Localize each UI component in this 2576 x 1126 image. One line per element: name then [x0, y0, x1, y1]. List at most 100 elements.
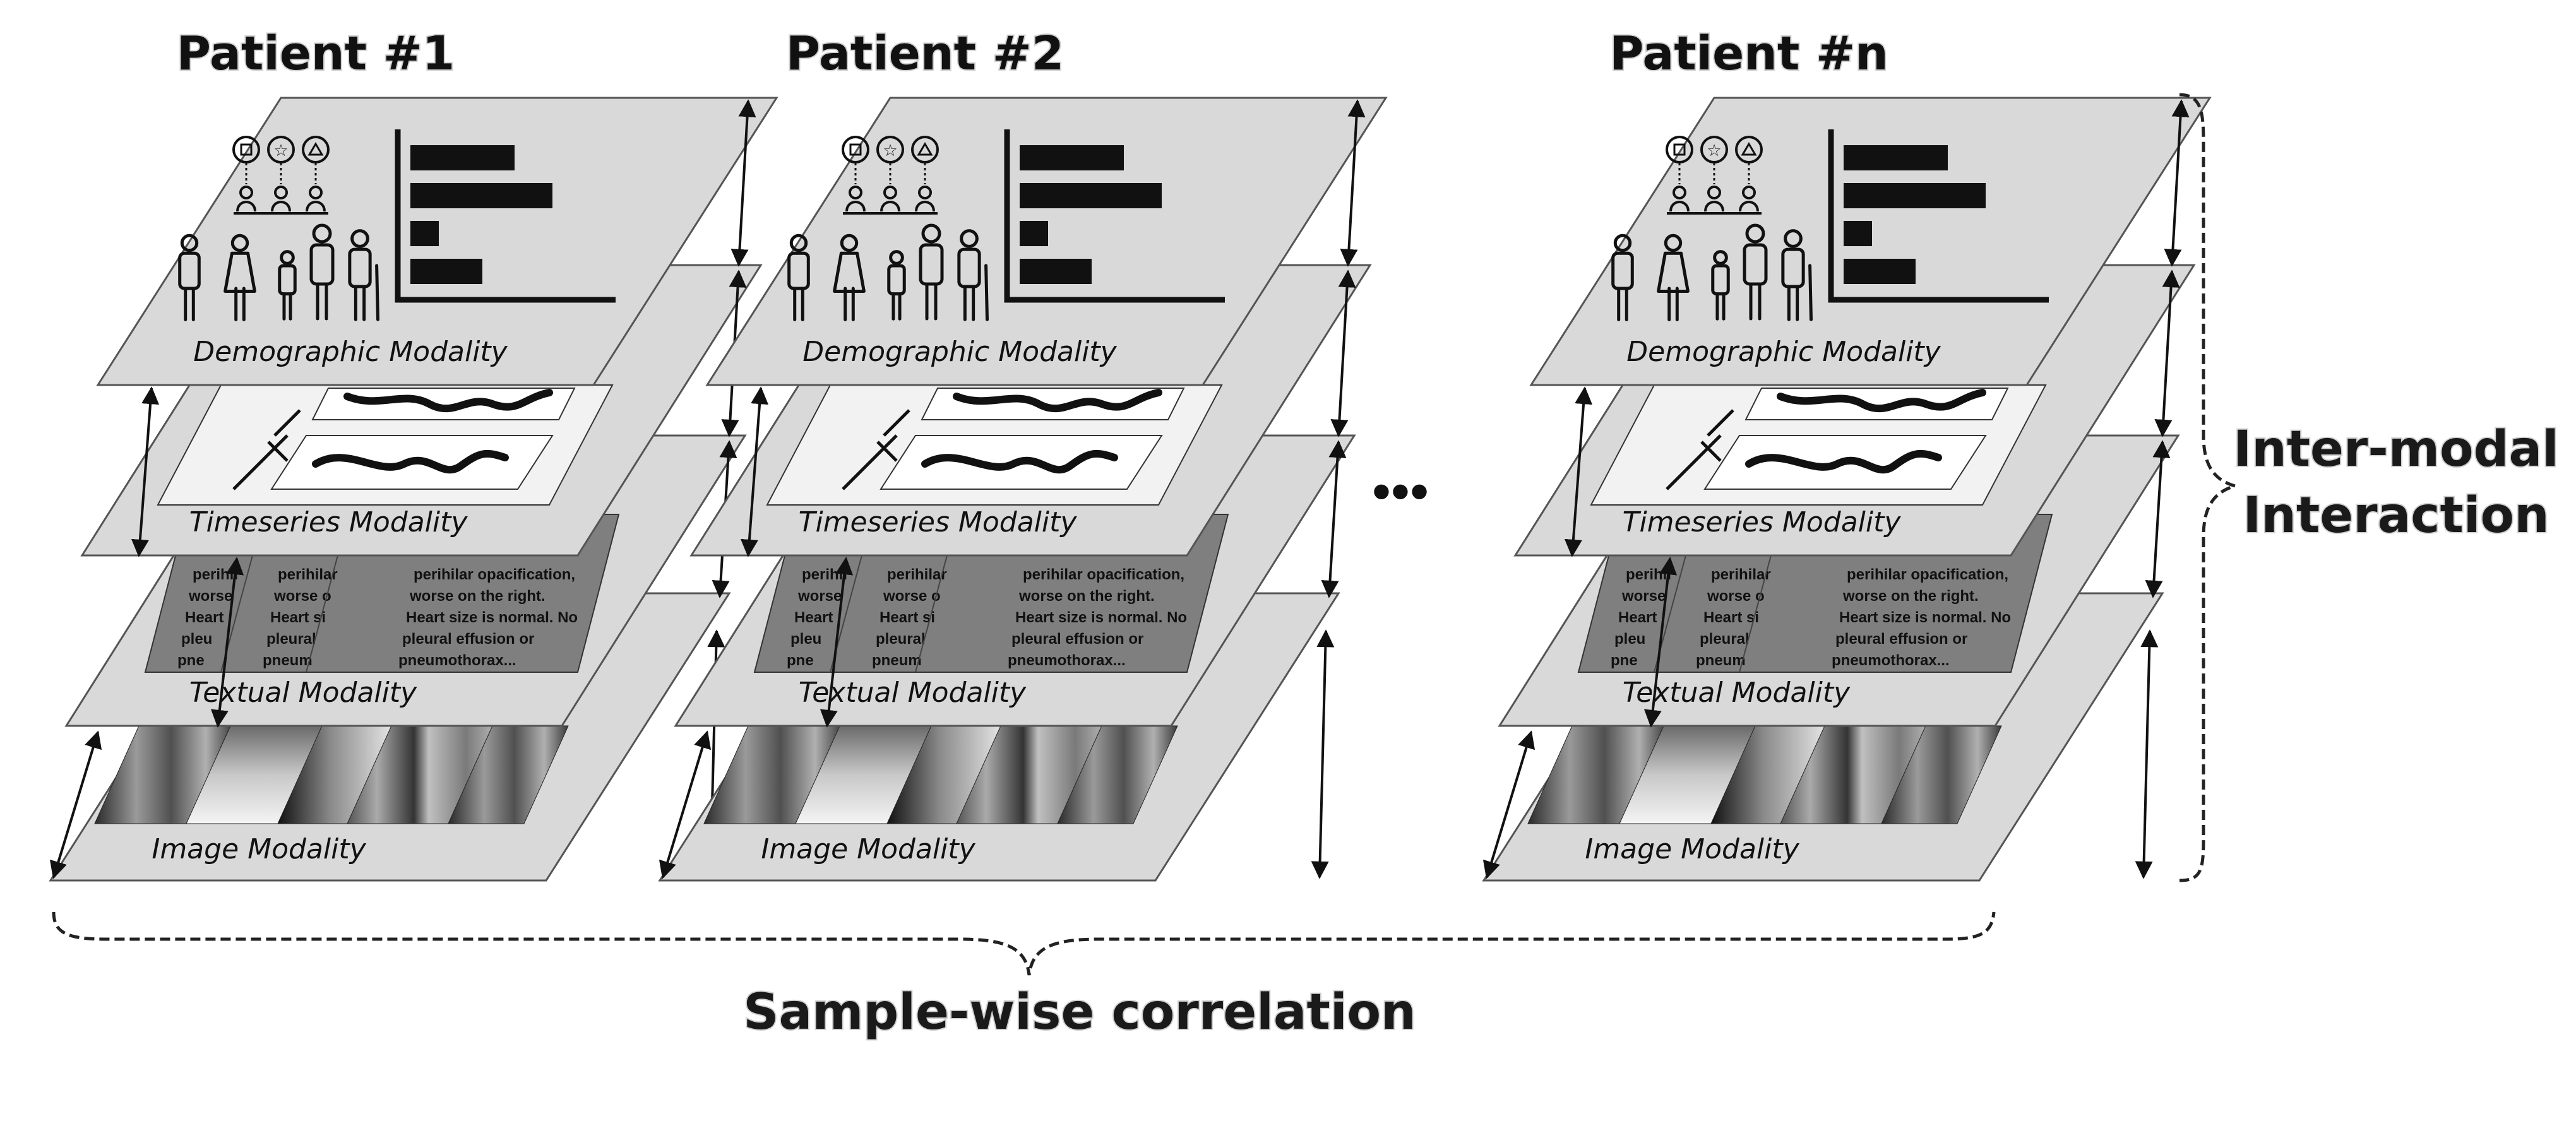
clinical-note-line: pneumothorax...	[1832, 652, 1950, 669]
interaction-arrow	[2135, 629, 2159, 879]
interaction-arrow	[210, 557, 244, 728]
clinical-note-line: worse on the right.	[1842, 588, 1979, 605]
demographic-bar	[1020, 221, 1048, 246]
svg-text:☆: ☆	[1707, 141, 1721, 160]
image-modality-label: Image Modality	[1585, 833, 1799, 865]
clinical-note-line: pleural	[1700, 631, 1750, 648]
clinical-note-line: Heart size is normal. No	[1839, 609, 2011, 626]
clinical-note-line: Heart si	[880, 609, 935, 626]
demographic-modality-layer: ☆ Demographic Modality	[705, 97, 1388, 386]
clinical-note-line: perihilar	[278, 566, 338, 583]
clinical-note-line: Heart	[1618, 609, 1657, 626]
inter-modal-label-line1: Inter-modal	[2233, 421, 2559, 478]
demographic-bar	[1844, 259, 1916, 284]
clinical-note-line: Heart size is normal. No	[1015, 609, 1187, 626]
clinical-note-line: perihilar	[1711, 566, 1771, 583]
clinical-note-line: pneum	[872, 652, 922, 669]
inter-modal-label-line2: Interaction	[2243, 487, 2549, 544]
clinical-note-line: pleural effusion or	[1835, 631, 1967, 648]
interaction-arrow	[1311, 629, 1335, 879]
interaction-arrow	[659, 730, 712, 879]
clinical-note-line: pneum	[1696, 652, 1746, 669]
clinical-note-line: Heart size is normal. No	[406, 609, 578, 626]
timeseries-signal	[312, 450, 509, 474]
timeseries-modality-label: Timeseries Modality	[799, 506, 1078, 538]
demographic-bar	[1020, 259, 1092, 284]
svg-text:☆: ☆	[273, 141, 288, 160]
interaction-arrow	[1321, 440, 1347, 598]
demographic-bar	[410, 145, 515, 170]
interaction-arrow	[1340, 99, 1366, 267]
clinical-note-line: worse	[797, 588, 842, 605]
sample-wise-label: Sample-wise correlation	[743, 984, 1416, 1041]
demographic-modality-layer: ☆ Demographic Modality	[96, 97, 778, 386]
clinical-note-line: pne	[177, 652, 205, 669]
sample-wise-brace	[52, 911, 1996, 976]
clinical-note-line: worse on the right.	[409, 588, 546, 605]
timeseries-signal	[921, 450, 1118, 474]
demographic-modality-label: Demographic Modality	[1626, 336, 1941, 368]
demographic-bar	[1844, 183, 1986, 208]
clinical-note-line: Heart si	[270, 609, 326, 626]
clinical-note-line: Heart	[794, 609, 833, 626]
inter-modal-brace	[2179, 93, 2241, 882]
demographic-bar	[410, 221, 439, 246]
clinical-note-line: pne	[787, 652, 814, 669]
syringe-icon	[842, 409, 910, 490]
clinical-note-line: Heart	[185, 609, 224, 626]
clinical-note-line: pleu	[1614, 631, 1645, 648]
interaction-arrow	[49, 730, 102, 879]
xray-image	[1057, 725, 1178, 824]
demographic-bar-chart-axes	[1828, 129, 2049, 303]
patient-stack-3: Patient #n Image Modality perihil worseHear…	[1482, 25, 2212, 882]
clinical-note-line: perihil	[1626, 566, 1671, 583]
interaction-arrow	[131, 386, 160, 557]
clinical-note-line: pleural effusion or	[1011, 631, 1143, 648]
interaction-arrow	[1564, 386, 1593, 557]
clinical-note-line: worse	[1621, 588, 1666, 605]
patient-title: Patient #n	[1609, 27, 1888, 81]
interaction-arrow	[2154, 270, 2180, 437]
xray-image	[1881, 725, 2002, 824]
clinical-note-line: perihilar opacification,	[1847, 566, 2008, 583]
clinical-note-line: perihilar	[887, 566, 947, 583]
clinical-note-line: worse on the right.	[1018, 588, 1155, 605]
clinical-note-line: worse o	[273, 588, 331, 605]
interaction-arrow	[820, 557, 854, 728]
demographic-bar	[1844, 221, 1872, 246]
clinical-note-line: perihilar opacification,	[1023, 566, 1184, 583]
syringe-icon	[1666, 409, 1734, 490]
interaction-arrow	[2145, 440, 2171, 598]
interaction-arrow	[1482, 730, 1535, 879]
clinical-note-line: pleural	[876, 631, 926, 648]
xray-image	[448, 725, 569, 824]
interaction-arrow	[740, 386, 769, 557]
clinical-note-line: Heart si	[1703, 609, 1759, 626]
timeseries-modality-label: Timeseries Modality	[1623, 506, 1902, 538]
interaction-arrow	[730, 99, 756, 267]
interaction-arrow	[1643, 557, 1678, 728]
image-modality-label: Image Modality	[152, 833, 366, 865]
interaction-arrow	[2164, 99, 2190, 267]
clinical-note-line: pleu	[790, 631, 821, 648]
demographic-bar	[410, 259, 482, 284]
demographic-modality-label: Demographic Modality	[802, 336, 1117, 368]
image-modality-label: Image Modality	[761, 833, 975, 865]
syringe-icon	[232, 409, 301, 490]
clinical-note-line: pleural effusion or	[402, 631, 534, 648]
clinical-note-line: pneumothorax...	[1008, 652, 1126, 669]
demographic-bar	[410, 183, 552, 208]
interaction-arrow	[1330, 270, 1356, 437]
clinical-note-line: perihil	[802, 566, 847, 583]
demographic-modality-label: Demographic Modality	[193, 336, 508, 368]
clinical-note-line: worse o	[883, 588, 941, 605]
svg-text:☆: ☆	[883, 141, 897, 160]
timeseries-signal	[953, 389, 1162, 413]
demographic-bar	[1020, 145, 1124, 170]
timeseries-signal	[1745, 450, 1942, 474]
clinical-note-line: pleural	[266, 631, 316, 648]
clinical-note-line: worse	[188, 588, 232, 605]
clinical-note-line: pneum	[263, 652, 313, 669]
timeseries-signal	[343, 389, 553, 413]
